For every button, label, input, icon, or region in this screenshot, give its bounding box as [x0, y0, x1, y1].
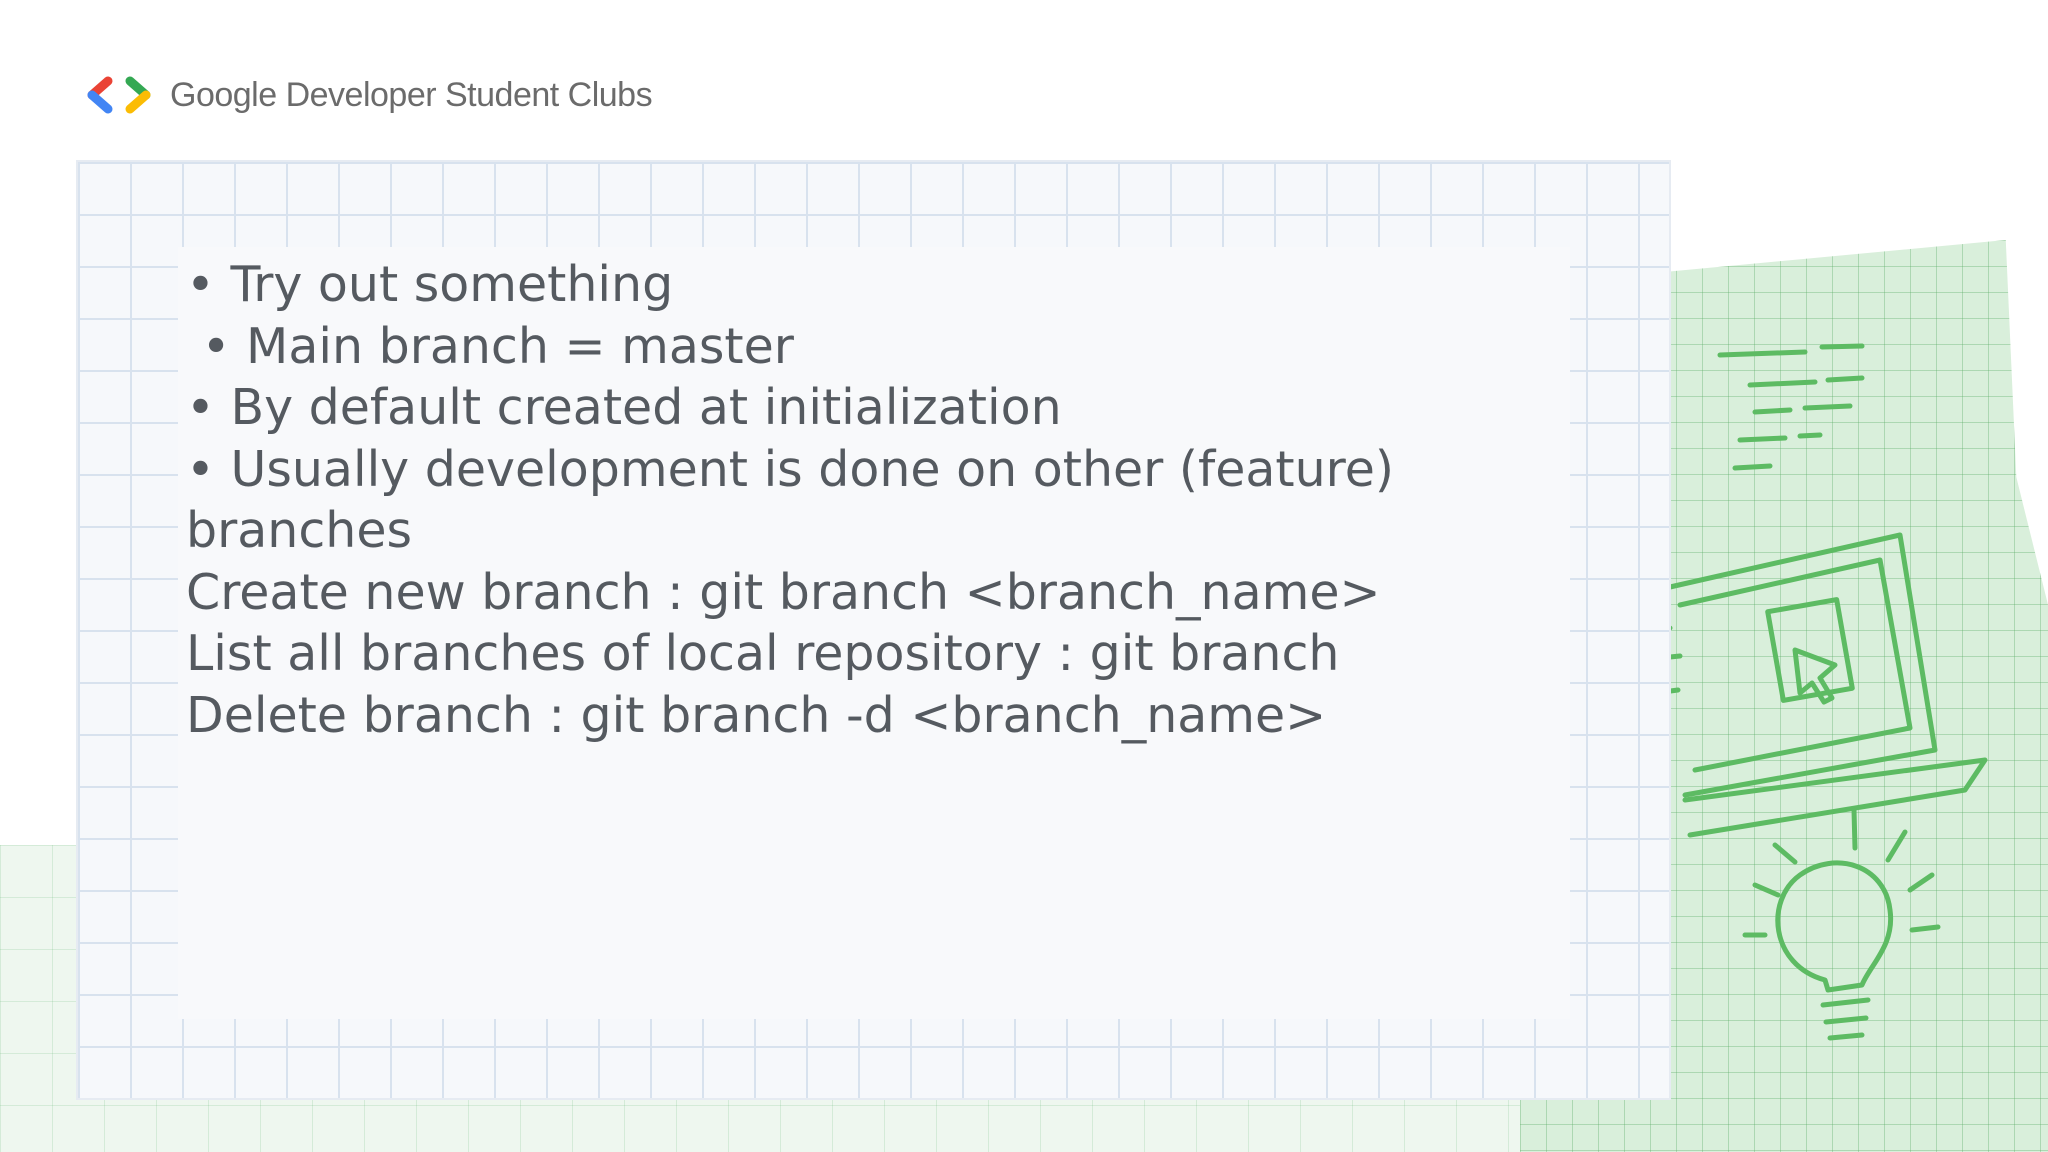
slide-content-area	[178, 247, 1570, 1019]
brand-title: Google Developer Student Clubs	[170, 75, 653, 114]
decorative-illustration	[1637, 343, 1988, 1041]
text-line: Delete branch : git branch -d <branch_na…	[186, 686, 1327, 744]
slide-content-card	[76, 160, 1671, 1100]
text-line: • Main branch = master	[186, 317, 794, 375]
text-line: • Try out something	[186, 256, 674, 313]
text-line: Create new branch : git branch <branch_n…	[186, 563, 1381, 621]
gdsc-header: Google Developer Student Clubs	[82, 70, 653, 120]
gdsc-logo-icon	[87, 76, 151, 114]
text-line: • By default created at initialization	[186, 379, 1062, 436]
text-line: List all branches of local repository : …	[186, 625, 1340, 682]
lightbulb-icon	[1742, 807, 1941, 1041]
laptop-cursor-icon	[1637, 532, 1988, 838]
text-lines-icon	[1717, 343, 1865, 471]
text-line: branches	[186, 502, 413, 559]
text-line: • Usually development is done on other (…	[186, 440, 1395, 498]
slide-text-block: • Try out something • Main branch = mast…	[186, 254, 1506, 746]
